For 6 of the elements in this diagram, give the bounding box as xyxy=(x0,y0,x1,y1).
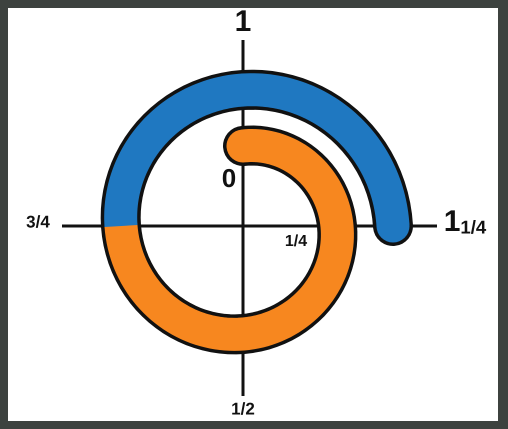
turn-label: 0 xyxy=(222,165,236,191)
turn-label: 1/2 xyxy=(231,400,255,418)
turn-label: 1/4 xyxy=(284,234,308,250)
turn-label: 3/4 xyxy=(26,214,50,230)
turn-label: 1$_{1/4}$ xyxy=(444,206,486,238)
turn-label: 1 xyxy=(234,7,252,37)
